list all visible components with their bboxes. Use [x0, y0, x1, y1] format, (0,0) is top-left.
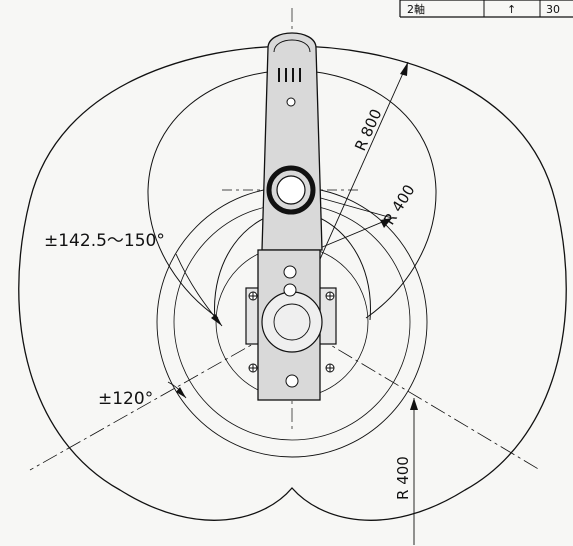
base-hole-icon — [283, 283, 297, 297]
outer-work-envelope — [18, 45, 567, 521]
r800-label: R 800 — [351, 106, 385, 153]
table-cell-arrow: ↑ — [507, 3, 516, 16]
robot-base — [245, 249, 337, 401]
angle-arrowhead-inner — [176, 387, 186, 398]
r400-vertical-label: R 400 — [394, 456, 412, 500]
inner-envelope-left — [147, 69, 293, 319]
robot-arm-link — [261, 32, 323, 251]
joint-ring-outer — [266, 165, 316, 215]
inner-envelope-right — [291, 69, 437, 319]
limit-line-left — [29, 321, 293, 471]
r400-arm-label: R 400 — [380, 181, 418, 228]
joint-ring-inner — [276, 175, 306, 205]
arm-hole-icon — [286, 97, 296, 107]
table-axis-label: 2軸 — [407, 2, 425, 16]
bolt-icon — [248, 291, 258, 301]
angle-outer-label: ±142.5～150° — [44, 231, 165, 251]
spec-table: 2軸 ↑ 30 — [399, 0, 573, 18]
r400-vertical-dimension — [410, 398, 418, 545]
limit-line-right — [291, 321, 541, 471]
bolt-icon — [248, 363, 258, 373]
table-cell-value: 30 — [546, 3, 560, 16]
base-hole-icon — [283, 265, 297, 279]
base-hole-icon — [285, 374, 299, 388]
bolt-icon — [325, 363, 335, 373]
bolt-icon — [325, 291, 335, 301]
angle-inner-label: ±120° — [98, 389, 153, 409]
angle-arrowhead-outer — [211, 314, 222, 326]
vent-slots-icon — [278, 68, 301, 82]
